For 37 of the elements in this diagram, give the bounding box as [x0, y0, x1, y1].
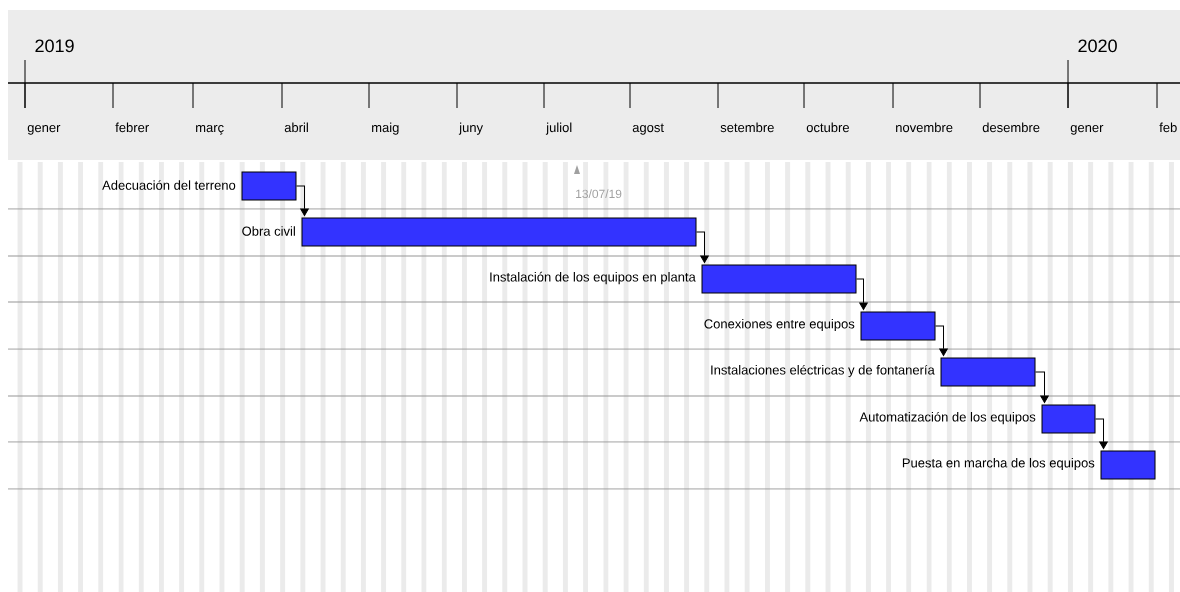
- task-bar: [860, 311, 936, 341]
- task-label: Obra civil: [242, 226, 295, 236]
- task-label: Instalación de los equipos en planta: [490, 271, 696, 285]
- year-label: 2020: [1078, 39, 1117, 53]
- month-label: febrer: [115, 122, 149, 133]
- month-label: març: [196, 125, 224, 135]
- dependency-arrow: [696, 231, 709, 263]
- task-label: Instalaciones eléctricas y de fontanería: [711, 364, 935, 378]
- month-label: agost: [632, 123, 664, 135]
- month-label: gener: [1070, 125, 1104, 135]
- dependency-arrow: [296, 185, 309, 216]
- task-label: Adecuación del terreno: [102, 180, 236, 190]
- month-label: octubre: [806, 122, 849, 133]
- month-label: abril: [284, 122, 308, 133]
- month-label: gener: [27, 125, 61, 135]
- dependency-arrow: [1035, 371, 1049, 403]
- month-label: maig: [372, 122, 399, 135]
- month-label: juliol: [545, 122, 572, 135]
- task-bar: [940, 357, 1036, 387]
- task-label: Conexiones entre equipos: [704, 318, 855, 332]
- task-bar: [1100, 450, 1156, 480]
- month-label: desembre: [982, 122, 1040, 133]
- year-label: 2019: [35, 39, 74, 53]
- task-label: Automatización de los equipos: [859, 411, 1036, 425]
- task-bar: [1041, 404, 1096, 434]
- month-label: juny: [458, 122, 484, 135]
- task-label: Puesta en marcha de los equipos: [902, 457, 1095, 471]
- dependency-arrow: [935, 325, 948, 356]
- dependency-arrow: [1095, 418, 1108, 449]
- month-label: novembre: [896, 122, 953, 133]
- task-bar: [301, 217, 697, 247]
- task-bar: [241, 171, 297, 201]
- month-label: feb: [1159, 122, 1177, 133]
- month-label: setembre: [720, 122, 774, 133]
- task-bar: [701, 264, 857, 294]
- dependency-arrow: [856, 278, 868, 310]
- date-label: 13/07/19: [576, 189, 622, 199]
